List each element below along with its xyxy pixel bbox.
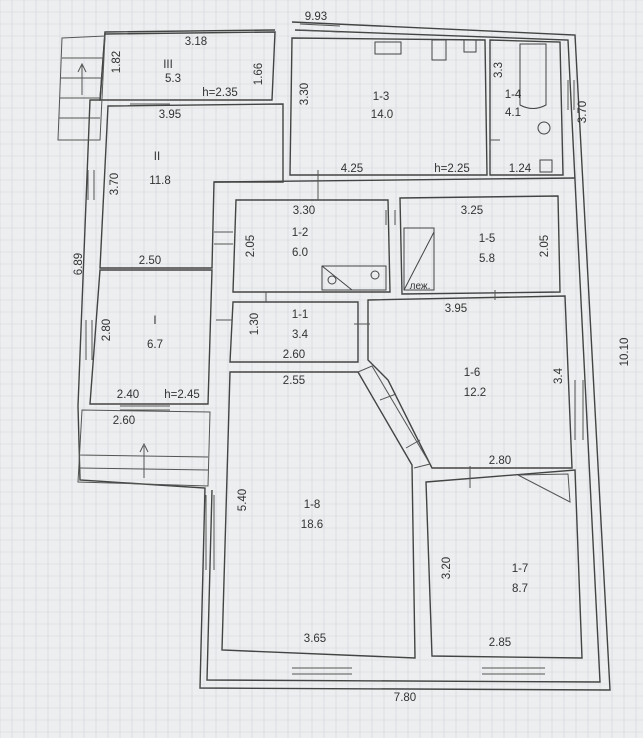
- diagonal-passage: [357, 365, 431, 469]
- room-area-iii: 5.3: [165, 73, 181, 85]
- dim-1-3-height: 3.30: [299, 83, 311, 105]
- room-1-1-outline: [229, 301, 359, 363]
- dim-1-4-width: 1.24: [509, 163, 532, 175]
- dimension-labels: 9.93 3.18 1.82 1.66 h=2.35 3.95 3.70 3.3…: [73, 11, 631, 704]
- dim-1-2-width: 3.30: [293, 205, 315, 217]
- dim-1-4-height: 3.3: [493, 62, 505, 78]
- windows: [85, 23, 584, 675]
- bed-mark-label: леж.: [410, 281, 431, 292]
- entry-arrow-porch: [139, 442, 149, 478]
- room-area-1-6: 12.2: [464, 387, 486, 399]
- room-area-1-4: 4.1: [505, 107, 521, 119]
- dim-ii-width: 3.95: [159, 109, 181, 121]
- room-area-1-1: 3.4: [292, 329, 309, 341]
- dim-top-total: 9.93: [305, 11, 327, 23]
- dim-right-upper: 3.70: [577, 101, 589, 123]
- room-i-outline: [89, 269, 213, 405]
- dim-1-6-height: 3.4: [553, 367, 565, 384]
- room-label-1-3: 1-3: [373, 91, 390, 103]
- dim-1-8-top: 2.55: [283, 375, 305, 387]
- room-area-1-7: 8.7: [512, 583, 528, 595]
- dim-1-1-height: 1.30: [249, 313, 261, 335]
- dim-iii-height-left: 1.82: [111, 51, 123, 73]
- room-1-8-outline: [221, 371, 416, 659]
- room-1-4-outline: [489, 39, 564, 176]
- bed-area-1-5: [403, 227, 435, 291]
- dim-iii-height-right: 1.66: [253, 63, 265, 85]
- room-label-1-8: 1-8: [304, 499, 321, 511]
- room-area-1-5: 5.8: [479, 253, 495, 265]
- room-label-1-6: 1-6: [464, 367, 481, 379]
- dim-right-total: 10.10: [619, 338, 631, 367]
- toilet-icon: [537, 121, 551, 135]
- dim-1-3-ceiling: h=2.25: [434, 163, 470, 175]
- sink-icon: [431, 39, 447, 61]
- dim-i-bottom: 2.40: [117, 389, 139, 401]
- dim-iii-width: 3.18: [185, 36, 207, 48]
- room-1-2-outline: [232, 199, 391, 293]
- dim-1-6-width: 3.95: [445, 303, 467, 315]
- stove-burner-1: [327, 275, 337, 285]
- dim-1-2-height: 2.05: [245, 235, 257, 257]
- dim-left-total: 6.89: [73, 253, 85, 275]
- stove-burner-2: [370, 270, 380, 280]
- corridor-line: [213, 177, 576, 183]
- walls: [57, 21, 611, 691]
- dim-bottom-total: 7.80: [394, 692, 416, 704]
- stove-top-icon: [374, 41, 402, 55]
- room-label-1-4: 1-4: [505, 89, 522, 101]
- dim-1-8-bottom: 3.65: [304, 633, 326, 645]
- room-1-5-outline: [399, 195, 561, 295]
- dim-1-5-width: 3.25: [461, 205, 483, 217]
- dim-i-height: 2.80: [101, 319, 113, 341]
- dim-1-5-height: 2.05: [539, 235, 551, 257]
- dim-1-7-bottom: 2.85: [489, 637, 511, 649]
- room-area-1-8: 18.6: [301, 519, 323, 531]
- door-ticks: [214, 139, 500, 488]
- dim-1-7-height: 3.20: [441, 557, 453, 579]
- room-label-1-2: 1-2: [292, 227, 309, 239]
- closet-1-7: [517, 473, 571, 503]
- dim-1-1-width: 2.60: [283, 349, 305, 361]
- dim-porch-width: 2.60: [113, 415, 135, 427]
- room-label-iii: III: [163, 59, 173, 71]
- dim-ii-ceiling: h=2.35: [202, 87, 238, 99]
- dim-ii-height: 3.70: [109, 173, 121, 195]
- room-labels: III 5.3 II 11.8 I 6.7 1-1 3.4 1-2 6.0 1-…: [147, 59, 528, 595]
- bathtub-icon: [519, 43, 547, 109]
- room-1-6-outline: [367, 295, 573, 469]
- dim-1-8-height: 5.40: [237, 489, 249, 511]
- dim-1-3-width: 4.25: [341, 163, 363, 175]
- dim-i-ceiling: h=2.45: [164, 389, 200, 401]
- room-label-ii: II: [154, 151, 160, 163]
- stove-1-2: [321, 265, 387, 291]
- room-label-1-1: 1-1: [292, 309, 309, 321]
- outer-wall-inner: [206, 29, 601, 683]
- room-area-1-3: 14.0: [371, 109, 393, 121]
- room-area-i: 6.7: [147, 339, 163, 351]
- washbasin-icon: [539, 159, 553, 173]
- room-area-ii: 11.8: [149, 175, 171, 187]
- room-1-7-outline: [425, 469, 583, 659]
- room-label-i: I: [153, 315, 156, 327]
- room-area-1-2: 6.0: [292, 247, 308, 259]
- entry-arrow-stairs: [77, 62, 87, 95]
- dim-ii-bottom: 2.50: [139, 255, 161, 267]
- room-1-3-outline: [289, 37, 488, 176]
- cabinet-icon: [463, 39, 477, 53]
- room-label-1-7: 1-7: [512, 563, 529, 575]
- room-label-1-5: 1-5: [479, 233, 496, 245]
- dim-1-7-width: 2.80: [489, 455, 511, 467]
